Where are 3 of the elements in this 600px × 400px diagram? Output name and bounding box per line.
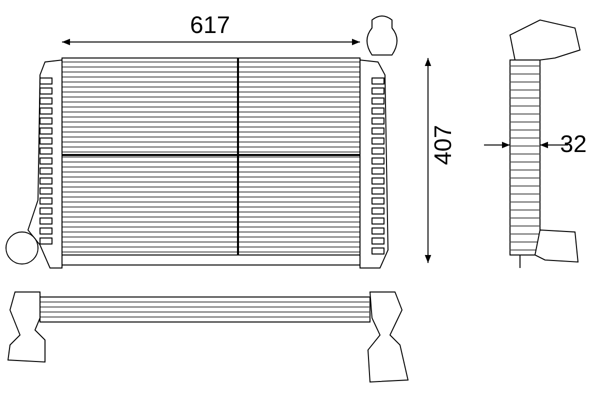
dimension-label: 32 [560, 133, 587, 157]
dimension-label: 407 [432, 124, 456, 165]
dimension-label: 617 [190, 14, 230, 38]
